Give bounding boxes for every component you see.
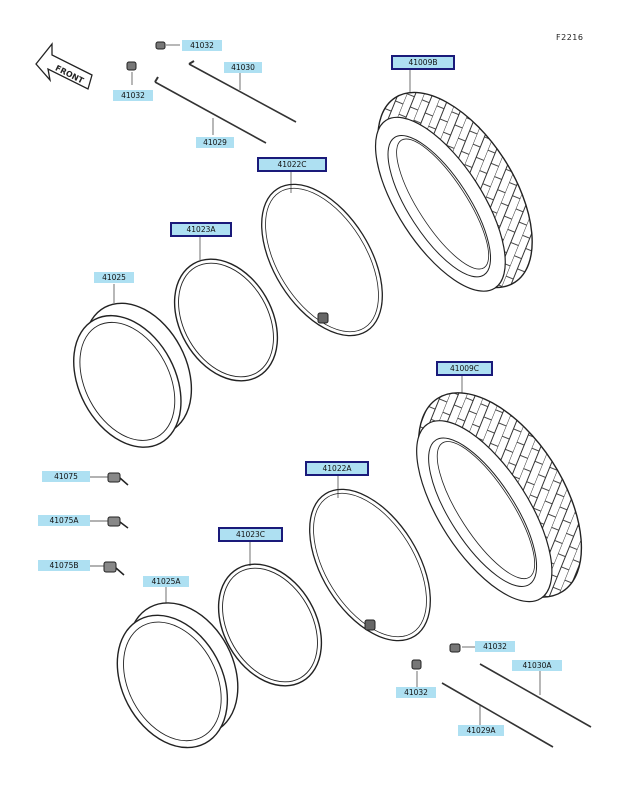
label-41075B: 41075B bbox=[38, 560, 90, 571]
spoke-41029 bbox=[154, 76, 267, 144]
label-41022A: 41022A bbox=[305, 461, 369, 476]
label-41029: 41029 bbox=[196, 137, 234, 148]
rim-band-41023A bbox=[173, 258, 279, 382]
tube-41022C bbox=[261, 183, 383, 337]
spoke-41029A bbox=[441, 682, 554, 748]
label-41029A: 41029A bbox=[458, 725, 504, 736]
spoke-41030 bbox=[188, 60, 297, 123]
label-41032-top-left: 41032 bbox=[113, 90, 153, 101]
label-41022C: 41022C bbox=[257, 157, 327, 172]
spoke-41030A bbox=[479, 663, 592, 728]
valve-41075A bbox=[107, 516, 129, 529]
valve-41022A bbox=[364, 619, 376, 631]
rim-41025A bbox=[116, 602, 239, 749]
label-41032-bottom-left: 41032 bbox=[396, 687, 436, 698]
nipple-41032-top bbox=[126, 41, 166, 71]
label-41032-top-right: 41032 bbox=[182, 40, 222, 51]
rim-band-41023C bbox=[217, 563, 323, 687]
tire-41009B bbox=[374, 91, 533, 292]
label-41030A: 41030A bbox=[512, 660, 562, 671]
front-arrow-icon: FRONT bbox=[35, 42, 93, 90]
label-41023A: 41023A bbox=[170, 222, 232, 237]
nipple-41032-bottom bbox=[411, 643, 461, 670]
valve-41075B bbox=[103, 561, 125, 576]
label-41075A: 41075A bbox=[38, 515, 90, 526]
label-41009C: 41009C bbox=[436, 361, 493, 376]
label-41032-bottom-right: 41032 bbox=[475, 641, 515, 652]
valve-41075 bbox=[107, 472, 129, 486]
label-41023C: 41023C bbox=[218, 527, 283, 542]
valve-41022C bbox=[317, 312, 329, 324]
label-41025: 41025 bbox=[94, 272, 134, 283]
tire-41009C bbox=[416, 392, 583, 603]
label-41025A: 41025A bbox=[143, 576, 189, 587]
tube-41022A bbox=[309, 488, 431, 642]
rim-41025 bbox=[73, 302, 193, 448]
label-41030: 41030 bbox=[224, 62, 262, 73]
figure-code: F2216 bbox=[556, 33, 584, 42]
label-41075: 41075 bbox=[42, 471, 90, 482]
label-41009B: 41009B bbox=[391, 55, 455, 70]
